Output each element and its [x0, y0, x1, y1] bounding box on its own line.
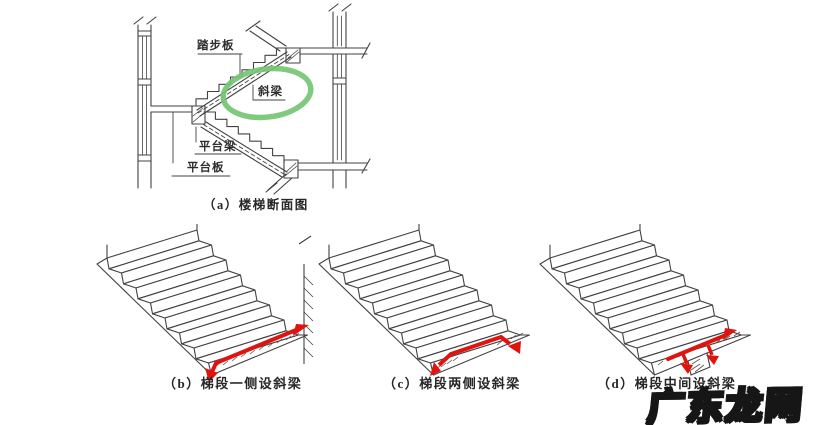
red-arrow-both-sides: [430, 335, 521, 376]
platform-beam-label: 平台梁: [199, 141, 237, 153]
red-arrow-one-side: [205, 324, 309, 382]
stair-3d-diagram-c: [318, 224, 531, 376]
site-watermark: 广东龙网: [645, 383, 807, 425]
caption-variant-d: （d）梯段中间设斜梁: [597, 376, 737, 391]
stair-section-diagram: [133, 3, 371, 195]
side-wall-b: [298, 235, 314, 364]
platform-slab-label: 平台板: [187, 162, 225, 174]
green-highlight-ellipse: [220, 65, 314, 121]
red-arrow-middle: [666, 328, 737, 374]
stair-3d-diagram-d: [539, 224, 752, 376]
caption-section-a: （a）楼梯断面图: [203, 198, 309, 212]
caption-variant-b: （b）梯段一侧设斜梁: [163, 376, 303, 391]
stair-3d-diagram-b: [96, 224, 314, 382]
tread-plate-label: 踏步板: [197, 40, 235, 52]
leader-lines: [171, 53, 286, 177]
caption-variant-c: （c）梯段两侧设斜梁: [383, 376, 521, 391]
inclined-beam-label: 斜梁: [258, 86, 283, 98]
beam-hatching-b: [214, 332, 300, 368]
